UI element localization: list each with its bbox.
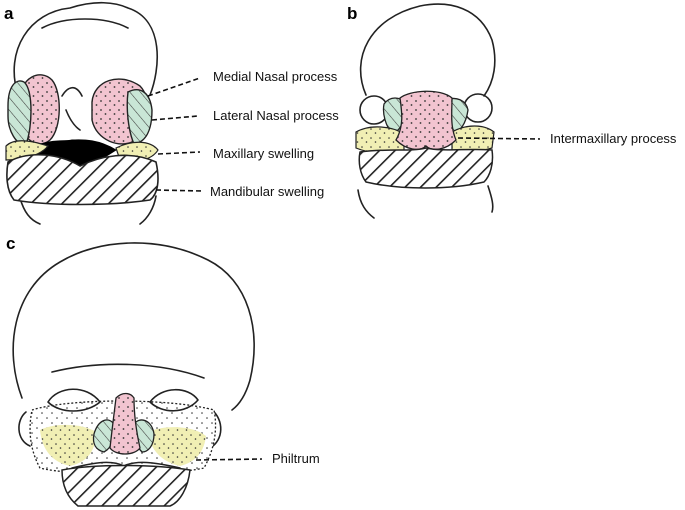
panel-a-letter: a: [4, 4, 14, 23]
panel-c-leader-philtrum: [196, 459, 262, 460]
panel-c-brow: [52, 364, 204, 378]
panel-a-leader-lateral: [152, 116, 198, 120]
panel-b: b Intermaxillary process: [347, 4, 677, 218]
panel-c-mandibular: [62, 466, 190, 507]
panel-a: a Medial Nasal process Lateral Nasal pro…: [4, 3, 339, 224]
panel-c: c Philtrum: [6, 234, 320, 506]
panel-a-head-crest: [42, 19, 128, 28]
panel-a-frontonasal: [62, 88, 82, 130]
panel-b-right-eye: [464, 94, 492, 122]
panel-b-lower-outline: [358, 186, 493, 218]
label-philtrum: Philtrum: [272, 451, 320, 466]
panel-a-leader-medial: [148, 78, 200, 96]
panel-c-head-outline: [13, 243, 254, 410]
panel-b-leader-intermaxillary: [458, 138, 540, 139]
panel-c-letter: c: [6, 234, 15, 253]
panel-a-leader-maxillary: [158, 152, 200, 154]
panel-a-lateral-nasal-left: [8, 81, 31, 144]
panel-b-head-outline: [361, 4, 495, 96]
label-intermaxillary-process: Intermaxillary process: [550, 131, 677, 146]
panel-c-left-ear: [19, 412, 30, 446]
label-maxillary-swelling: Maxillary swelling: [213, 146, 314, 161]
panel-a-lateral-nasal-right: [127, 90, 152, 144]
label-lateral-nasal-process: Lateral Nasal process: [213, 108, 339, 123]
panel-b-intermaxillary: [396, 91, 456, 149]
label-medial-nasal-process: Medial Nasal process: [213, 69, 338, 84]
panel-b-letter: b: [347, 4, 357, 23]
panel-a-leader-mandibular: [156, 190, 202, 191]
panel-b-mandibular: [359, 148, 492, 188]
label-mandibular-swelling: Mandibular swelling: [210, 184, 324, 199]
